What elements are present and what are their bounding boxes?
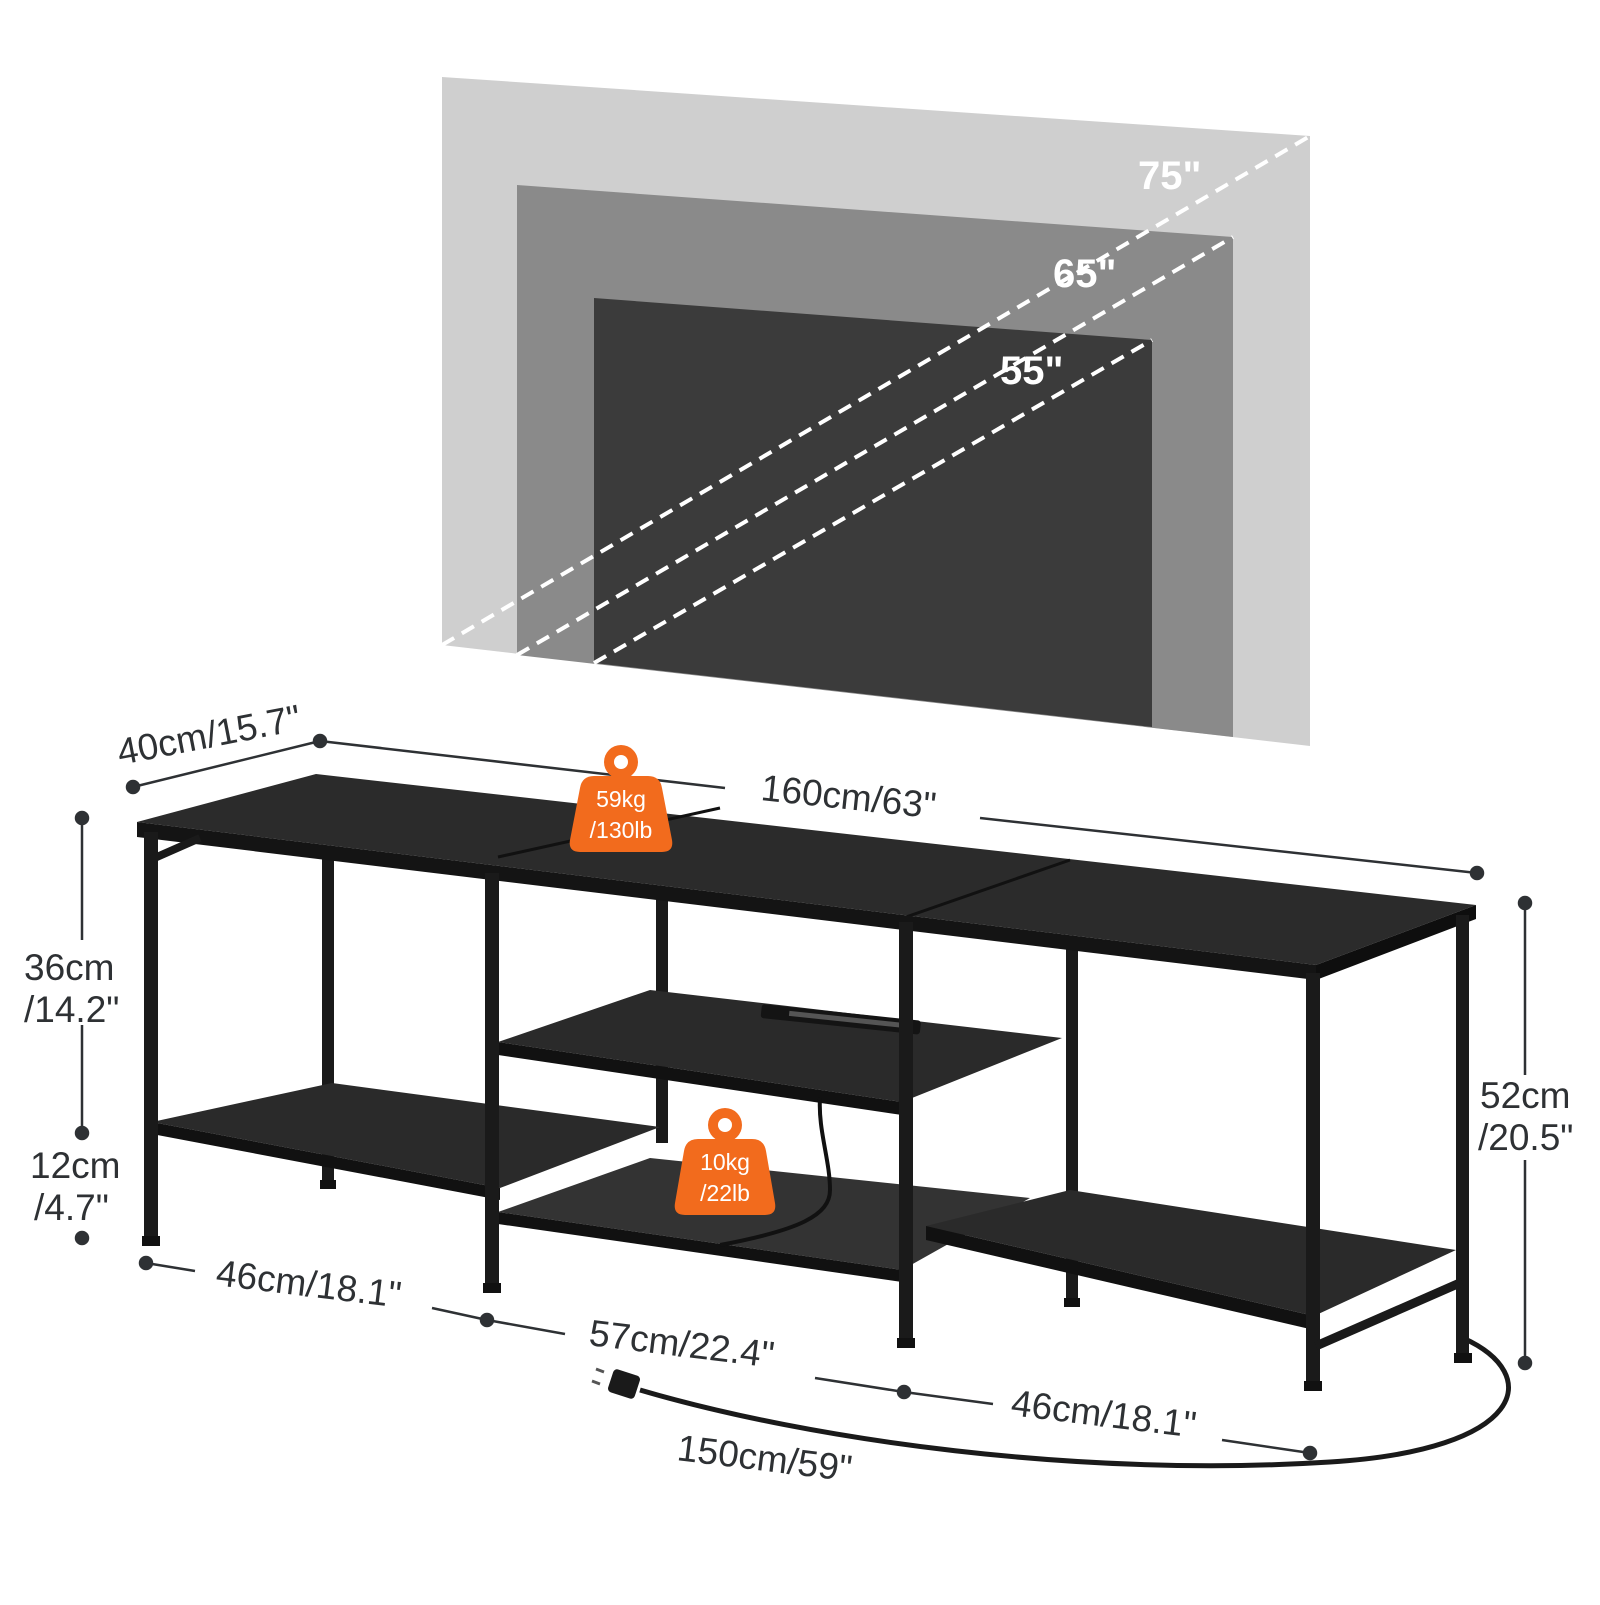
tabletop xyxy=(137,774,1476,965)
right-bottom-shelf-edge xyxy=(926,1226,1314,1330)
side-rail xyxy=(148,834,202,864)
front-leg xyxy=(1306,973,1320,1383)
lower-height-cm-label: 12cm xyxy=(30,1145,120,1186)
total-height-in-label: /20.5" xyxy=(1478,1117,1573,1158)
tv-75-label: 75" xyxy=(1138,154,1201,198)
tabletop-seam xyxy=(905,858,1071,919)
plug-prong xyxy=(591,1379,601,1386)
power-cable-internal xyxy=(719,1097,833,1247)
power-strip-sockets xyxy=(788,1010,909,1029)
width-label: 160cm/63" xyxy=(759,767,938,826)
left-section-label: 46cm/18.1" xyxy=(214,1252,404,1315)
middle-upper-shelf xyxy=(498,990,1062,1102)
tabletop-front-edge xyxy=(137,822,1316,980)
mesh-load-kg: 10kg xyxy=(700,1149,750,1175)
tv-size-comparison: 75" 65" 55" xyxy=(440,77,1312,746)
leg-foot xyxy=(1064,1298,1080,1307)
right-section-label: 46cm/18.1" xyxy=(1009,1382,1199,1445)
power-cord xyxy=(591,1335,1511,1469)
right-bottom-shelf xyxy=(926,1190,1456,1316)
top-load-lb: /130lb xyxy=(590,817,653,843)
total-height-cm-label: 52cm xyxy=(1480,1075,1570,1116)
leg-foot xyxy=(897,1338,915,1348)
mesh-shelf-load-badge: 10kg /22lb xyxy=(674,1108,776,1215)
leg-foot xyxy=(320,1180,336,1189)
plug-body xyxy=(608,1369,640,1399)
leg-foot xyxy=(142,1236,160,1246)
front-leg xyxy=(144,832,158,1238)
leg-foot xyxy=(1304,1381,1322,1391)
mesh-shelf-edge xyxy=(498,1212,902,1282)
left-bottom-shelf-edge xyxy=(152,1122,500,1200)
front-leg xyxy=(485,873,499,1285)
lower-height-in-label: /4.7" xyxy=(34,1187,109,1228)
plug-prong xyxy=(595,1367,605,1374)
front-leg xyxy=(899,922,913,1340)
top-load-kg: 59kg xyxy=(596,786,646,812)
side-rail xyxy=(1314,1277,1464,1351)
side-leg xyxy=(1456,915,1469,1355)
cable-length-label: 150cm/59" xyxy=(675,1427,854,1489)
tv-65-label: 65" xyxy=(1053,252,1116,296)
middle-upper-shelf-edge xyxy=(498,1042,902,1115)
upper-height-in-label: /14.2" xyxy=(24,989,119,1030)
tv-55-panel xyxy=(594,298,1152,727)
tv-75-diagonal xyxy=(440,134,1312,647)
left-bottom-shelf xyxy=(152,1083,660,1188)
power-cord-line xyxy=(639,1335,1511,1469)
weight-icon-hole xyxy=(614,755,628,769)
leg-foot xyxy=(483,1283,501,1293)
leg-foot xyxy=(1454,1353,1472,1363)
depth-label: 40cm/15.7" xyxy=(114,697,304,773)
tabletop-side-edge xyxy=(1316,905,1476,980)
middle-section-label: 57cm/22.4" xyxy=(587,1312,777,1375)
tv-65-diagonal xyxy=(515,235,1235,657)
tv-55-label: 55" xyxy=(1000,349,1063,393)
weight-icon xyxy=(569,776,673,852)
mesh-load-lb: /22lb xyxy=(700,1180,750,1206)
upper-height-cm-label: 36cm xyxy=(24,947,114,988)
top-load-badge: 59kg /130lb xyxy=(569,745,673,852)
weight-icon-hole xyxy=(718,1118,732,1132)
weight-icon xyxy=(674,1139,776,1215)
tv-55-diagonal xyxy=(592,338,1154,665)
